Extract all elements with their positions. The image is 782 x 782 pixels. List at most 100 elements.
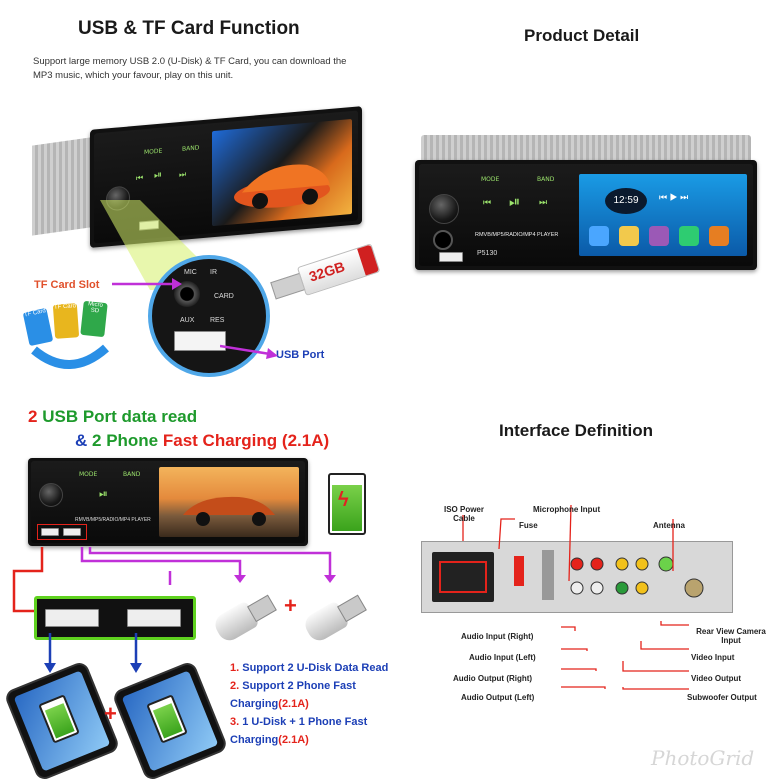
feature-list: 1. Support 2 U-Disk Data Read 2. Support… <box>230 659 390 749</box>
panel-title: Product Detail <box>524 26 640 45</box>
app-icon <box>589 226 609 246</box>
mic-input-label: Microphone Input <box>533 505 601 514</box>
chassis-top <box>421 135 751 163</box>
media-controls-icon: ⏮ ▶ ⏭ <box>659 192 689 202</box>
tf-card-3: Micro SD <box>80 300 108 338</box>
display-screen <box>159 467 299 537</box>
head-unit: MODE BAND ⏯ RMVB/MP5/RADIO/MP4 PLAYER <box>28 458 308 546</box>
next-icon: ⏭ <box>179 169 187 180</box>
battery-icon <box>38 694 80 744</box>
usb-port <box>41 528 59 536</box>
aux-jack-icon <box>433 230 453 250</box>
play-icon: ⏯ <box>99 487 108 500</box>
band-label: BAND <box>537 176 555 183</box>
panel-title: USB & TF Card Function <box>78 18 300 39</box>
headline-amps: (2.1A) <box>281 431 330 450</box>
headline-phone: 2 Phone <box>92 431 159 450</box>
ir-label: IR <box>210 269 217 276</box>
iso-connector <box>432 552 494 602</box>
feature-item: 1. Support 2 U-Disk Data Read <box>230 662 389 674</box>
usb-port-1 <box>45 609 99 627</box>
rca-jacks <box>570 556 704 598</box>
arrow-swirl-icon <box>31 344 109 369</box>
phone-icon <box>111 660 229 782</box>
faceplate: MODE BAND ⏯ ⏮ ⏭ RMVB/MP5/RADIO/MP4 PLAYE… <box>419 164 753 266</box>
car-image <box>234 164 330 210</box>
mode-label: MODE <box>144 147 163 157</box>
headline-amp: & <box>75 431 88 450</box>
product-detail-panel: Product Detail MODE BAND ⏯ ⏮ ⏭ RMVB/MP5/… <box>391 0 782 391</box>
usb-ports-highlight <box>37 524 87 540</box>
audio-output-left-label: Audio Output (Left) <box>461 693 535 702</box>
app-icon <box>679 226 699 246</box>
display-screen: 12:59 ⏮ ▶ ⏭ <box>579 174 747 256</box>
res-label: RES <box>210 317 225 324</box>
brand-strip: RMVB/MP5/RADIO/MP4 PLAYER <box>75 517 151 523</box>
tf-cards: TF Card TF Card Micro SD <box>22 300 116 380</box>
headline-num: 2 <box>28 407 38 426</box>
video-output-label: Video Output <box>691 674 742 683</box>
usb-capacity: 32GB <box>307 258 347 285</box>
headline-line2: & 2 Phone Fast Charging (2.1A) <box>75 431 329 451</box>
zoom-circle: MIC IR CARD AUX RES <box>148 255 270 377</box>
audio-input-left-label: Audio Input (Left) <box>469 653 536 662</box>
usb-port-zoomed <box>174 331 226 351</box>
usb-stick: 32GB <box>267 239 383 307</box>
band-label: BAND <box>182 144 200 153</box>
fuse-label: Fuse <box>519 521 538 530</box>
iso-power-label: ISO Power Cable <box>443 505 484 523</box>
display-screen <box>212 118 352 227</box>
usb-arrow <box>220 344 278 359</box>
card-label: CARD <box>214 293 234 300</box>
prev-icon: ⏮ <box>483 198 492 208</box>
battery-icon <box>146 694 188 744</box>
head-unit: MODE BAND ⏯ ⏮ ⏭ <box>90 106 362 248</box>
plus-sign: + <box>284 593 297 618</box>
antenna-label: Antenna <box>653 521 685 530</box>
plus-sign: + <box>104 701 117 726</box>
mode-label: MODE <box>79 471 98 478</box>
model-label: P5130 <box>477 250 498 257</box>
volume-knob-icon <box>39 483 63 507</box>
rear-camera-label: Rear View Camera Input <box>696 627 766 645</box>
faceplate: MODE BAND ⏯ ⏮ ⏭ <box>94 110 358 244</box>
tf-card-slot-label: TF Card Slot <box>34 279 100 291</box>
head-unit: MODE BAND ⏯ ⏮ ⏭ RMVB/MP5/RADIO/MP4 PLAYE… <box>415 160 757 270</box>
rear-panel <box>421 541 733 613</box>
usb-port-2 <box>127 609 181 627</box>
app-icon <box>709 226 729 246</box>
volume-knob-icon <box>429 194 459 224</box>
interface-panel: Interface Definition <box>391 391 782 782</box>
audio-output-right-label: Audio Output (Right) <box>453 674 533 683</box>
lightning-icon: ϟ <box>338 489 349 511</box>
suv-image <box>183 496 275 526</box>
usb-port-label: USB Port <box>276 349 325 361</box>
fuse-icon <box>514 556 524 586</box>
dual-usb-panel: 2 USB Port data read & 2 Phone Fast Char… <box>0 391 391 782</box>
feature-item: 3. 1 U-Disk + 1 Phone Fast Charging(2.1A… <box>230 716 368 746</box>
band-label: BAND <box>123 471 141 478</box>
description-text: Support large memory USB 2.0 (U-Disk) & … <box>33 56 347 81</box>
brand-strip: RMVB/MP5/RADIO/MP4 PLAYER <box>475 232 559 238</box>
usb-body: 32GB <box>296 243 381 296</box>
usb-tf-panel: USB & TF Card Function Support large mem… <box>0 0 391 391</box>
dual-usb-ports <box>34 596 196 640</box>
play-icon: ⏯ <box>509 194 521 210</box>
tf-card-2: TF Card <box>52 303 80 339</box>
mic-label: MIC <box>184 269 197 276</box>
usb-port <box>439 252 463 262</box>
clock-widget: 12:59 <box>605 188 647 214</box>
feature-item: 2. Support 2 Phone Fast Charging(2.1A) <box>230 680 356 710</box>
panel-title: Interface Definition <box>499 421 653 440</box>
phone-arrows <box>44 633 142 673</box>
headline-text: USB Port data read <box>42 407 198 426</box>
headline-fast: Fast Charging <box>162 431 278 450</box>
next-icon: ⏭ <box>539 198 548 208</box>
video-input-label: Video Input <box>691 653 735 662</box>
app-icon <box>649 226 669 246</box>
audio-input-right-label: Audio Input (Right) <box>461 632 534 641</box>
battery-icon: ϟ <box>328 473 366 535</box>
callout-lines <box>462 504 689 690</box>
tf-arrow <box>112 278 182 290</box>
usb-port <box>63 528 81 536</box>
